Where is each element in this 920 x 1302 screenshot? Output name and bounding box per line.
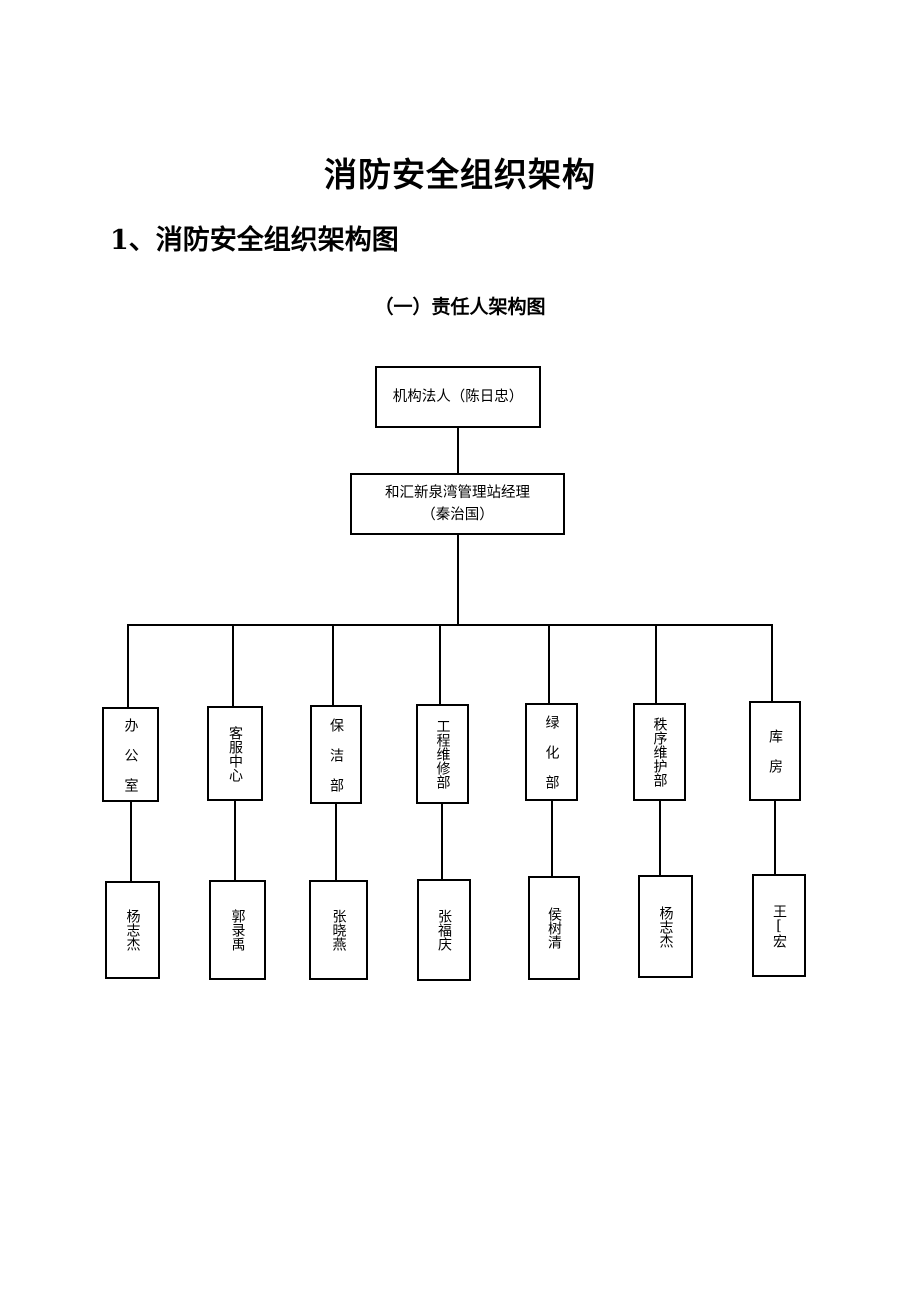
person-node: 郭录禹 (209, 880, 266, 980)
root-label: 机构法人（陈日忠） (392, 389, 524, 405)
person-label: 杨志杰 (657, 905, 674, 948)
connector-manager-bus (457, 533, 459, 625)
connector-dept-7 (771, 624, 773, 702)
dept-label: 绿 化 部 (543, 715, 560, 789)
manager-node: 和汇新泉湾管理站经理 （秦治国） (350, 473, 565, 535)
connector-person-6 (659, 799, 661, 877)
connector-dept-6 (655, 624, 657, 704)
section-heading: 1、消防安全组织架构图 (110, 225, 399, 256)
manager-label-line1: 和汇新泉湾管理站经理 (385, 485, 530, 501)
connector-person-5 (551, 799, 553, 877)
dept-label: 办 公 室 (122, 717, 139, 792)
dept-node-cleaning: 保 洁 部 (310, 705, 362, 804)
connector-bus (127, 624, 773, 626)
connector-dept-2 (232, 624, 234, 708)
dept-node-security: 秩序维护部 (633, 703, 686, 801)
connector-person-3 (335, 802, 337, 882)
person-label: 侯树清 (546, 907, 562, 949)
connector-dept-3 (332, 624, 334, 706)
dept-label: 工程维修部 (434, 719, 451, 789)
dept-node-greening: 绿 化 部 (525, 703, 578, 801)
dept-node-engineering: 工程维修部 (416, 704, 469, 804)
dept-label: 秩序维护部 (651, 717, 668, 787)
dept-label: 保 洁 部 (328, 717, 344, 792)
connector-dept-5 (548, 624, 550, 704)
person-node: 张福庆 (417, 879, 471, 981)
manager-label-line2: （秦治国） (421, 507, 494, 523)
person-node: 杨志杰 (638, 875, 693, 978)
person-label: 张福庆 (436, 909, 452, 951)
person-node: 侯树清 (528, 876, 580, 980)
connector-person-1 (130, 800, 132, 882)
subsection-heading: （一）责任人架构图 (374, 296, 546, 318)
page-title: 消防安全组织架构 (324, 155, 596, 194)
person-node: 王[宏 (752, 874, 806, 977)
connector-person-2 (234, 799, 236, 881)
connector-person-4 (441, 802, 443, 880)
dept-label: 客服中心 (227, 725, 243, 782)
person-label: 郭录禹 (229, 909, 246, 951)
person-node: 杨志杰 (105, 881, 160, 979)
connector-root-manager (457, 426, 459, 474)
person-label: 张晓燕 (330, 909, 347, 951)
dept-label: 库 房 (767, 729, 783, 773)
dept-node-office: 办 公 室 (102, 707, 159, 802)
dept-node-warehouse: 库 房 (749, 701, 801, 801)
dept-node-customer-service: 客服中心 (207, 706, 263, 801)
person-label: 杨志杰 (124, 909, 141, 951)
root-node: 机构法人（陈日忠） (375, 366, 541, 428)
connector-dept-1 (127, 624, 129, 708)
person-label: 王[宏 (771, 903, 787, 948)
connector-dept-4 (439, 624, 441, 706)
connector-person-7 (774, 799, 776, 876)
person-node: 张晓燕 (309, 880, 368, 980)
